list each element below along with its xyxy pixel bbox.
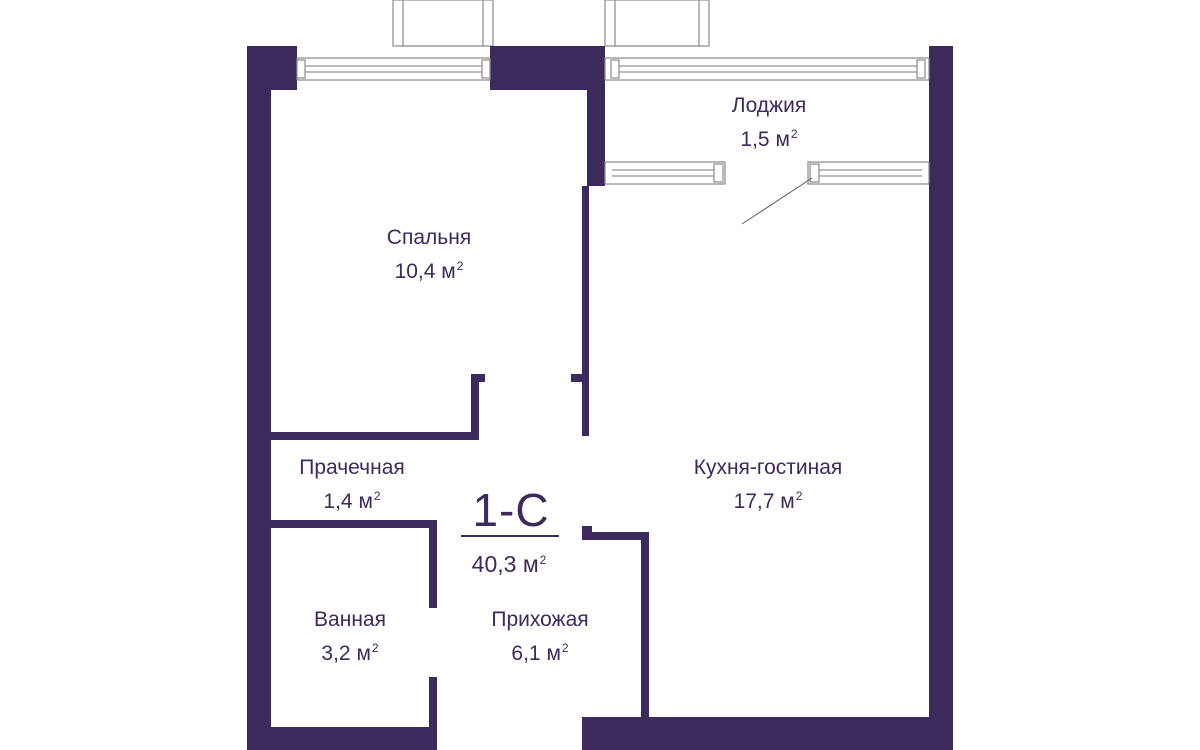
apartment-code: 1-С bbox=[472, 484, 550, 536]
room-area: 10,4 м2 bbox=[394, 259, 464, 283]
room-kitchen-living-label: Кухня-гостиная 17,7 м2 bbox=[694, 454, 843, 516]
window-bay-right bbox=[604, 0, 710, 47]
loggia-partition bbox=[604, 161, 930, 225]
room-name: Спальня bbox=[386, 226, 472, 249]
room-name: Кухня-гостиная bbox=[693, 456, 843, 479]
room-name: Ванная bbox=[314, 608, 386, 631]
code-divider bbox=[461, 535, 559, 537]
room-name: Лоджия bbox=[731, 94, 807, 117]
room-hallway-label: Прихожая 6,1 м2 bbox=[491, 606, 588, 668]
exterior-walls bbox=[247, 46, 953, 750]
room-bathroom-label: Ванная 3,2 м2 bbox=[314, 606, 386, 668]
room-laundry-label: Прачечная 1,4 м2 bbox=[299, 454, 405, 516]
room-name: Прихожая bbox=[491, 608, 589, 631]
room-area: 3,2 м2 bbox=[321, 641, 379, 665]
room-loggia-label: Лоджия 1,5 м2 bbox=[732, 92, 806, 154]
room-area: 6,1 м2 bbox=[511, 641, 569, 665]
room-name: Прачечная bbox=[299, 456, 405, 479]
window-bedroom bbox=[296, 57, 491, 81]
room-bedroom-label: Спальня 10,4 м2 bbox=[387, 224, 471, 286]
apartment-total-area: 40,3 м2 bbox=[471, 551, 547, 577]
room-area: 17,7 м2 bbox=[733, 489, 803, 513]
window-bay-left bbox=[392, 0, 494, 47]
room-area: 1,5 м2 bbox=[740, 127, 798, 151]
room-area: 1,4 м2 bbox=[323, 489, 381, 513]
interior-walls bbox=[271, 186, 649, 727]
window-loggia bbox=[604, 57, 930, 81]
